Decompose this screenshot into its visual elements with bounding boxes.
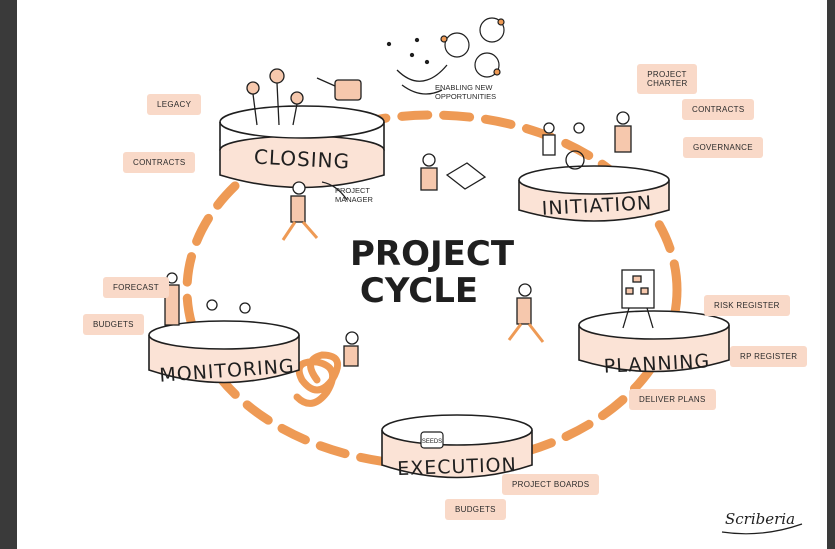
seeds-sack-icon: SEEDS: [420, 431, 444, 449]
stage-label-planning: PLANNING: [603, 350, 710, 378]
project-manager-arrow: [321, 181, 348, 201]
title-line-1: PROJECT: [350, 234, 515, 274]
left-frame-bar: [0, 0, 17, 549]
initiation-platform: INITIATION: [518, 165, 670, 222]
tag-budgets-left: BUDGETS: [83, 314, 144, 336]
tag-project-charter: PROJECT CHARTER: [637, 64, 697, 95]
tag-contracts-left: CONTRACTS: [123, 152, 196, 174]
flipchart-illustration: [621, 269, 655, 329]
runner-center: [507, 283, 545, 343]
right-frame-bar: [827, 0, 835, 549]
stage-label-execution: EXECUTION: [397, 454, 517, 480]
initiation-people: [542, 111, 632, 170]
monitoring-people: [164, 272, 251, 326]
closing-platform: CLOSING: [219, 105, 385, 189]
cycle-diagram: CLOSING: [148, 17, 803, 535]
runner-left: [281, 181, 319, 241]
title-line-2: CYCLE: [360, 271, 478, 311]
tangle-squiggle: [293, 351, 342, 407]
tag-rp-register: RP REGISTER: [730, 346, 808, 368]
puzzle-person: [420, 153, 487, 191]
note-project-manager: PROJECT MANAGER: [335, 186, 373, 204]
tag-forecast: FORECAST: [103, 277, 169, 299]
tag-risk-register: RISK REGISTER: [704, 295, 790, 317]
tag-legacy: LEGACY: [147, 94, 202, 116]
watering-can-icon: [316, 77, 362, 101]
monitoring-platform: MONITORING: [148, 320, 300, 387]
tag-contracts-right: CONTRACTS: [682, 99, 755, 121]
planning-platform: PLANNING: [578, 310, 730, 378]
network-loops-icon: [440, 17, 505, 78]
flowers-illustration: [246, 68, 304, 126]
tag-deliver-plans: DELIVER PLANS: [629, 389, 716, 411]
tag-budgets-bottom: BUDGETS: [445, 499, 506, 521]
execution-platform: EXECUTION: [381, 414, 533, 480]
signature: Scriberia: [725, 510, 796, 528]
hands-seeds-illustration: [386, 37, 448, 95]
signature-flourish: [721, 523, 803, 535]
note-enabling-new-opportunities: ENABLING NEW OPPORTUNITIES: [435, 83, 497, 101]
stage-label-closing: CLOSING: [253, 145, 350, 174]
tag-project-boards: PROJECT BOARDS: [502, 474, 600, 496]
tag-governance: GOVERNANCE: [683, 137, 763, 159]
diagram-canvas: CLOSING: [17, 0, 827, 549]
runner-lower: [343, 331, 359, 367]
seeds-sack-label: SEEDS: [422, 439, 442, 445]
